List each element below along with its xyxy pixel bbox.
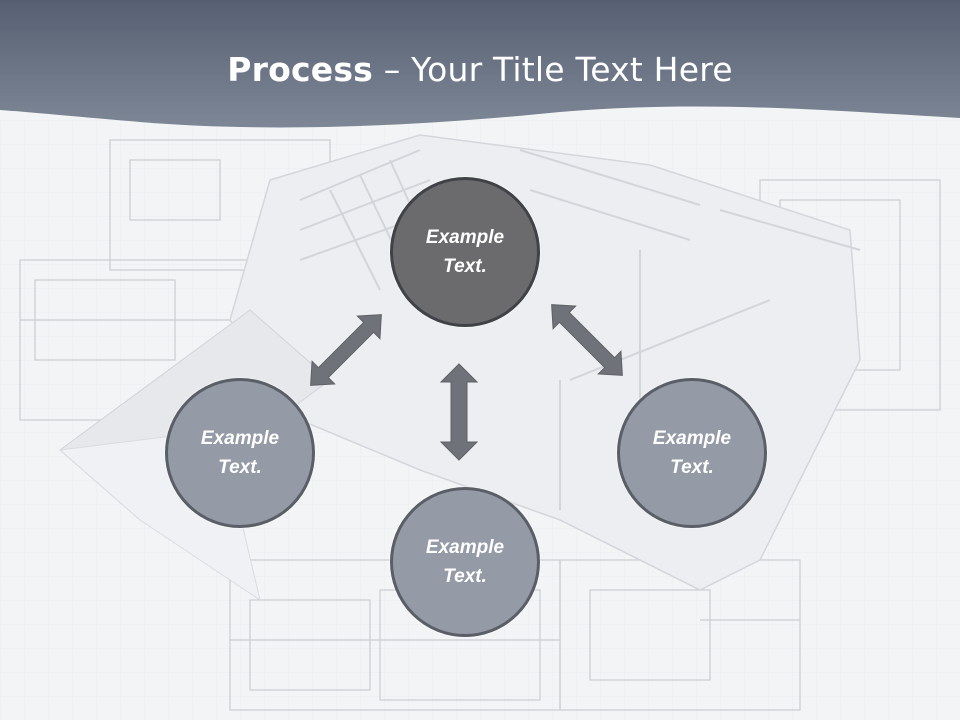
title-bold: Process bbox=[227, 50, 374, 89]
node-right-text: Example Text. bbox=[652, 428, 732, 478]
slide-title: Process – Your Title Text Here bbox=[0, 50, 960, 89]
arrow-top-right bbox=[551, 304, 623, 376]
process-node-center[interactable]: Example Text. bbox=[390, 177, 540, 327]
process-node-bottom[interactable]: Example Text. bbox=[390, 487, 540, 637]
title-rest: – Your Title Text Here bbox=[373, 50, 733, 89]
node-left-text: Example Text. bbox=[200, 428, 280, 478]
arrow-top-bottom bbox=[439, 363, 479, 461]
process-node-right[interactable]: Example Text. bbox=[617, 378, 767, 528]
node-bottom-text: Example Text. bbox=[425, 537, 505, 587]
process-node-left[interactable]: Example Text. bbox=[165, 378, 315, 528]
arrow-top-left bbox=[310, 314, 382, 386]
node-center-text: Example Text. bbox=[425, 227, 505, 277]
